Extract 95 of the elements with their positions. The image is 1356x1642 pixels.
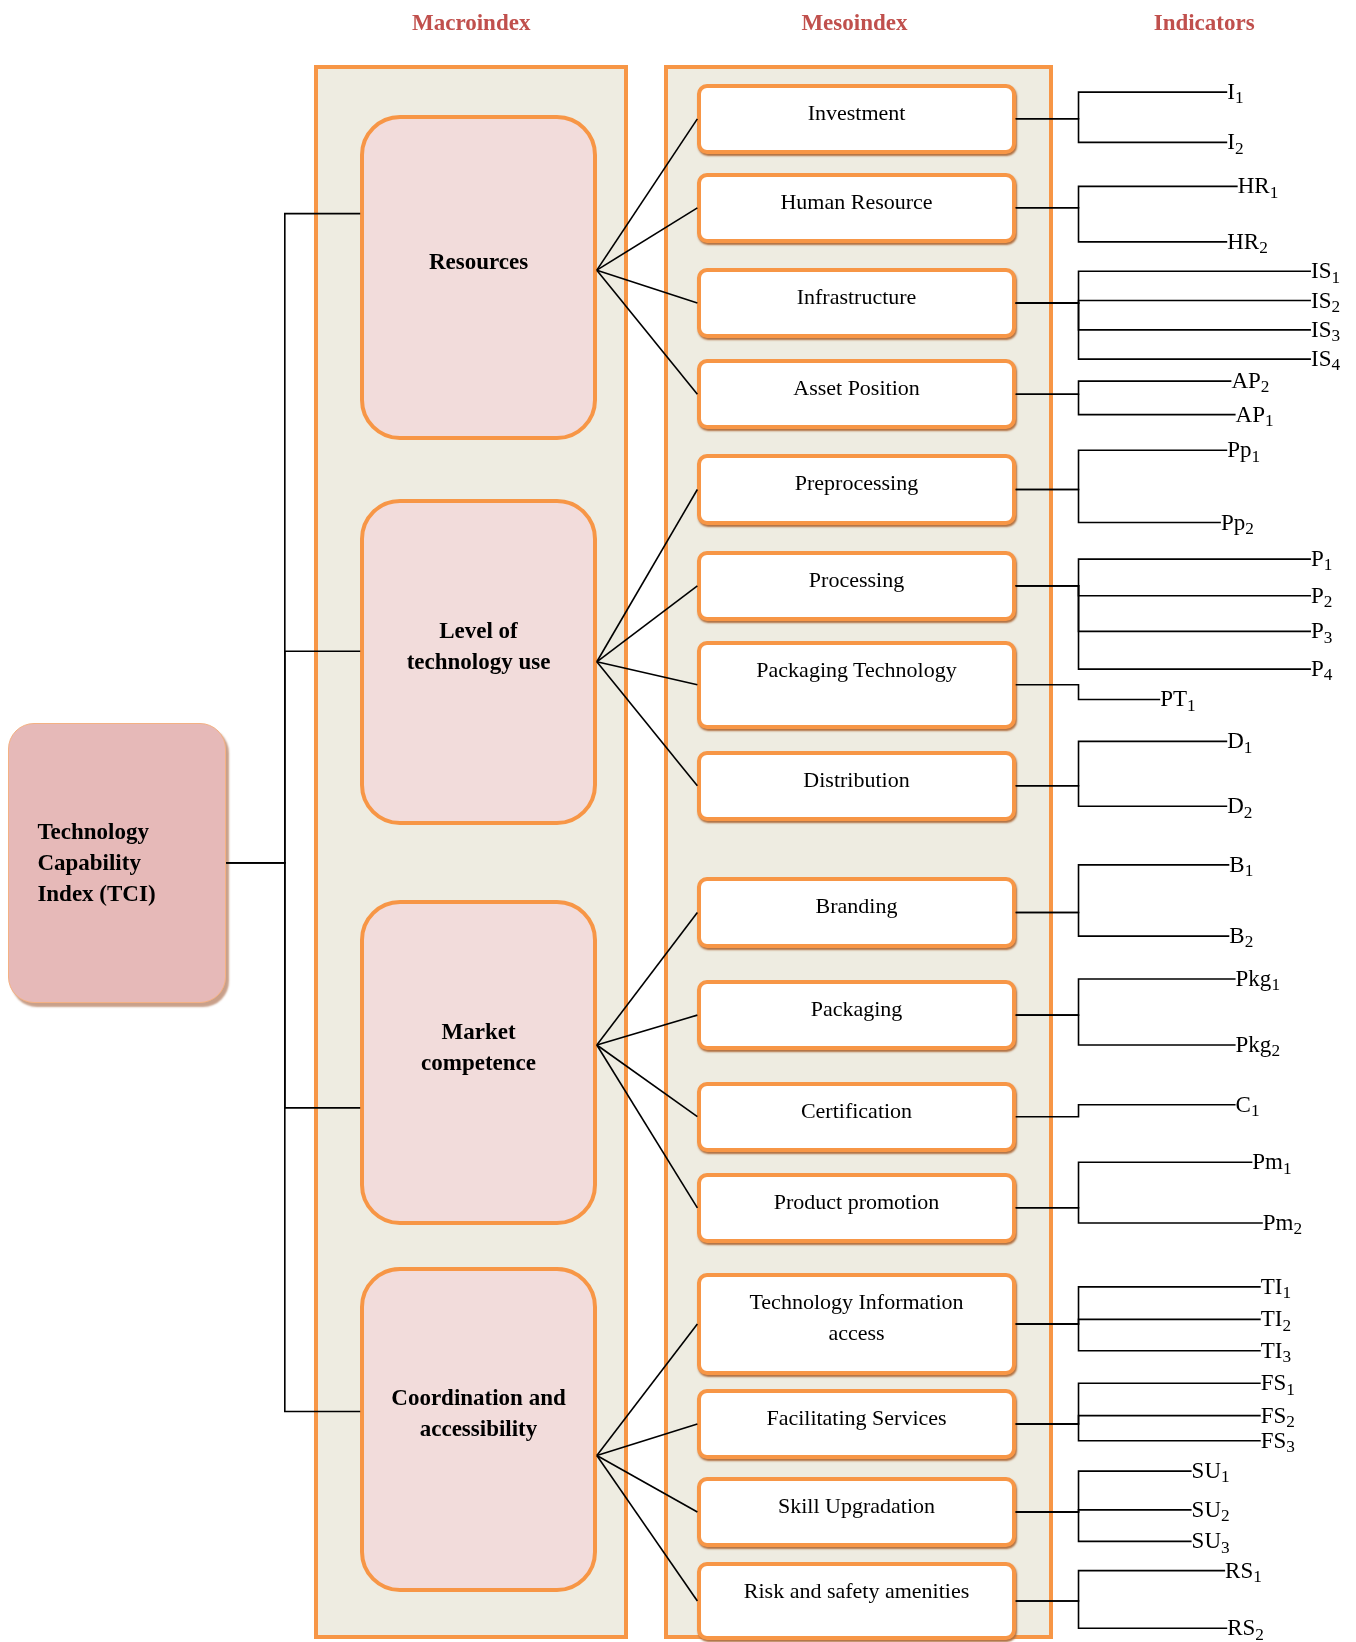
connector-line [1014, 911, 1231, 937]
indicator-label: I$_{2}$ [1227, 127, 1244, 158]
connector-line [596, 585, 699, 663]
subcategory-box: Facilitating Services [697, 1389, 1016, 1459]
subcategory-box: Product promotion [697, 1172, 1016, 1243]
category-box: Level of technology use [360, 499, 597, 826]
connector-line [596, 1454, 699, 1513]
column-heading: Indicators [1153, 9, 1255, 38]
subcategory-box: Risk and safety amenities [697, 1562, 1016, 1640]
indicator-label: Pp$_{1}$ [1227, 435, 1261, 466]
subcategory-box: Infrastructure [697, 268, 1016, 339]
connector-line [596, 1454, 699, 1602]
connector-line [1014, 302, 1312, 360]
indicator-label: IS$_{4}$ [1310, 344, 1341, 375]
connector-line [1014, 1323, 1262, 1352]
connector-line [1014, 1207, 1264, 1224]
indicator-label: FS$_{1}$ [1260, 1368, 1295, 1399]
subcategory-box: Packaging Technology [697, 640, 1016, 729]
connector-line [1014, 488, 1222, 524]
indicator-label: RS$_{1}$ [1225, 1555, 1262, 1586]
connector-line [1014, 585, 1312, 670]
connector-line [1014, 1103, 1237, 1118]
subcategory-box: Packaging [697, 980, 1016, 1051]
indicator-label: SU$_{2}$ [1191, 1494, 1230, 1525]
category-box: Market competence [360, 900, 597, 1226]
subcategory-box: Branding [697, 877, 1016, 948]
indicator-label: P$_{3}$ [1310, 616, 1333, 647]
subcategory-box: Asset Position [697, 359, 1016, 430]
subcategory-box: Skill Upgradation [697, 1477, 1016, 1547]
indicator-label: Pm$_{2}$ [1262, 1208, 1303, 1238]
connector-line [596, 660, 699, 686]
column-heading: Mesoindex [801, 9, 908, 38]
connector-line [596, 1423, 699, 1457]
indicator-label: TI$_{1}$ [1260, 1271, 1292, 1302]
root-box: Technology Capability Index (TCI) [8, 722, 227, 1004]
indicator-label: HR$_{2}$ [1227, 226, 1268, 257]
indicator-label: P$_{2}$ [1310, 580, 1333, 611]
connector-line [596, 1044, 699, 1118]
indicator-label: B$_{1}$ [1229, 849, 1254, 880]
connector-line [1014, 207, 1228, 243]
connector-line [1014, 118, 1228, 144]
indicator-label: AP$_{2}$ [1231, 366, 1270, 397]
subcategory-box: Investment [697, 83, 1016, 154]
column-panel [663, 64, 1054, 1639]
indicator-label: Pkg$_{2}$ [1235, 1030, 1280, 1060]
subcategory-box: Certification [697, 1081, 1016, 1152]
connector-line [1014, 1423, 1262, 1442]
indicator-label: TI$_{2}$ [1260, 1304, 1292, 1335]
connector-line [596, 488, 699, 663]
indicator-label: I$_{1}$ [1227, 77, 1244, 108]
category-box: Resources [360, 115, 597, 440]
connector-line [596, 660, 699, 787]
subcategory-box: Distribution [697, 750, 1016, 821]
connector-line [1014, 393, 1237, 416]
subcategory-box: Technology Information access [697, 1273, 1016, 1375]
connector-line [1014, 785, 1228, 808]
indicator-label: SU$_{1}$ [1191, 1456, 1230, 1487]
indicator-label: FS$_{2}$ [1260, 1400, 1295, 1431]
subcategory-box: Human Resource [697, 172, 1016, 243]
indicator-label: Pm$_{1}$ [1252, 1147, 1292, 1178]
connector-line [596, 1323, 699, 1457]
category-box: Coordination and accessibility [360, 1266, 597, 1592]
indicator-label: RS$_{2}$ [1227, 1613, 1264, 1642]
indicator-label: IS$_{1}$ [1310, 256, 1341, 287]
indicator-label: IS$_{2}$ [1310, 285, 1341, 316]
connector-line [1014, 1600, 1228, 1630]
indicator-label: HR$_{1}$ [1237, 171, 1279, 202]
indicator-label: SU$_{3}$ [1191, 1526, 1230, 1557]
indicator-label: IS$_{3}$ [1310, 314, 1341, 345]
connector-line [596, 1014, 699, 1046]
indicator-label: Pp$_{2}$ [1220, 507, 1254, 538]
indicator-label: D$_{1}$ [1227, 726, 1253, 757]
connector-line [596, 207, 699, 271]
indicator-label: P$_{1}$ [1310, 544, 1333, 575]
connector-line [596, 1044, 699, 1209]
indicator-label: P$_{4}$ [1310, 654, 1333, 685]
indicator-label: B$_{2}$ [1229, 921, 1254, 952]
column-panel [314, 64, 629, 1639]
connector-line [1014, 1511, 1193, 1543]
indicator-label: PT$_{1}$ [1160, 684, 1196, 715]
connector-line [225, 862, 361, 1413]
connector-line [596, 118, 699, 271]
column-heading: Macroindex [412, 9, 531, 38]
connector-line [596, 269, 699, 304]
indicator-label: AP$_{1}$ [1235, 399, 1274, 430]
indicator-label: TI$_{3}$ [1260, 1335, 1292, 1366]
connector-line [596, 269, 699, 395]
subcategory-box: Processing [697, 550, 1016, 621]
indicator-label: C$_{1}$ [1235, 1089, 1260, 1120]
indicator-label: D$_{2}$ [1227, 791, 1253, 822]
connector-line [1014, 684, 1161, 701]
connector-line [596, 911, 699, 1046]
connector-line [1014, 1014, 1237, 1046]
indicator-label: Pkg$_{1}$ [1235, 964, 1280, 995]
subcategory-box: Preprocessing [697, 454, 1016, 525]
